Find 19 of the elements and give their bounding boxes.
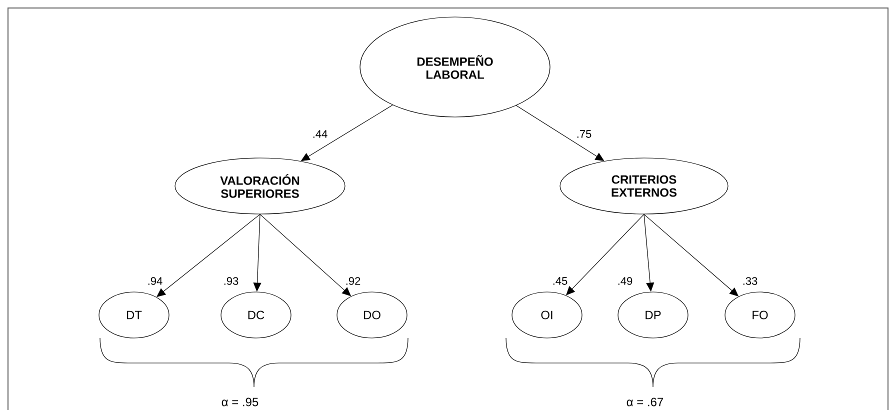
edge-label: .75 bbox=[575, 129, 593, 139]
edge-label: .92 bbox=[344, 276, 362, 286]
edge-label: .49 bbox=[616, 276, 634, 286]
edge-label: .93 bbox=[222, 276, 240, 286]
ellipse-node: OI bbox=[512, 292, 582, 338]
ellipse-node: DESEMPEÑO LABORAL bbox=[360, 16, 550, 118]
ellipse-node: CRITERIOS EXTERNOS bbox=[560, 158, 728, 214]
edge-label: .45 bbox=[551, 276, 569, 286]
ellipse-node: DO bbox=[336, 292, 408, 338]
ellipse-node: DT bbox=[98, 292, 170, 338]
reliability-label: α = .95 bbox=[222, 398, 258, 406]
ellipse-node: DC bbox=[220, 292, 292, 338]
ellipse-node: FO bbox=[724, 292, 796, 338]
ellipse-node: DP bbox=[618, 292, 688, 338]
edge-label: .44 bbox=[311, 129, 329, 139]
ellipse-node: VALORACIÓN SUPERIORES bbox=[174, 158, 346, 214]
edge-label: .33 bbox=[741, 276, 759, 286]
edge-label: .94 bbox=[146, 276, 164, 286]
reliability-label: α = .67 bbox=[626, 398, 664, 406]
